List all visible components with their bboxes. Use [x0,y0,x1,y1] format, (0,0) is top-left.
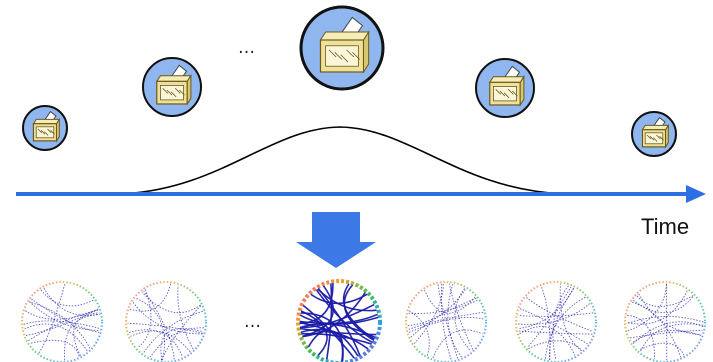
ballot-box-icon [23,106,67,150]
circular-network-graph-icon [126,282,206,362]
popularity-curve [120,127,565,194]
ballot-box-icon [301,7,383,89]
time-axis [16,185,706,203]
circular-network-graph-icon [625,282,705,362]
ballot-box-icon [632,112,676,156]
ellipsis-top: … [238,38,257,58]
ellipsis-bottom: … [244,312,263,332]
time-axis-label: Time [641,214,689,240]
circular-network-graph-icon [298,281,380,362]
circular-network-graph-icon [22,282,102,362]
ballot-box-icon [143,58,201,116]
ballot-box-icon [476,59,534,117]
down-arrow [296,212,376,268]
circular-network-graph-icon [516,282,596,362]
circular-network-graph-icon [406,282,486,362]
